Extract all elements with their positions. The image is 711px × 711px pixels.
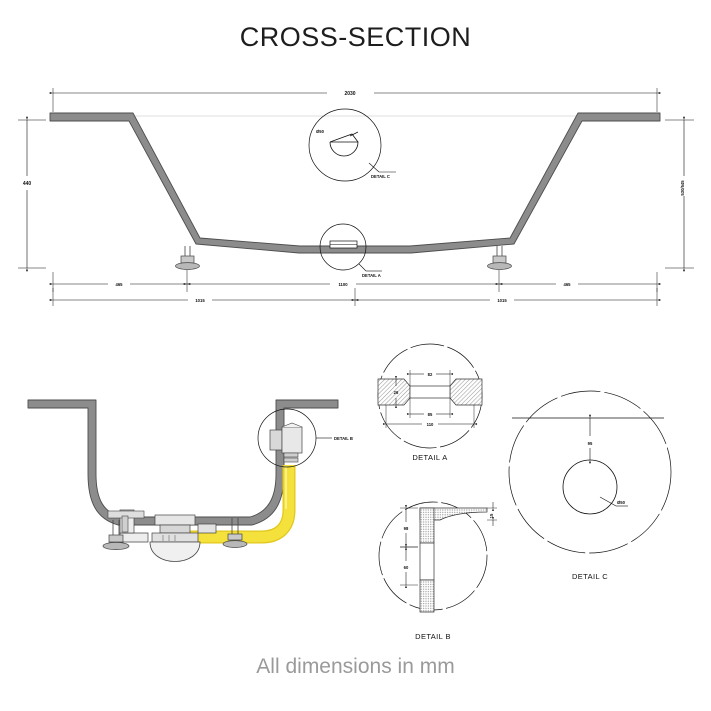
- detail-a-right-flange: [449, 378, 483, 406]
- side-section-group: DETAIL B: [27, 399, 353, 562]
- detail-c-view: 95 Ø50 DETAIL C: [508, 390, 672, 581]
- detail-c-dim-bore-value: Ø50: [617, 500, 626, 505]
- detail-b-callout: DETAIL B: [257, 408, 353, 468]
- bath-wall-profile: [49, 112, 661, 254]
- detail-c-bore-label: Ø50: [316, 129, 325, 134]
- detail-a-opening: [409, 385, 451, 399]
- detail-a-callout-label: DETAIL A: [362, 273, 381, 278]
- dim-foot-right-offset-value: 465: [564, 282, 572, 287]
- detail-b-view: 98 60 15 DETAIL B: [378, 501, 497, 641]
- detail-b-caption: DETAIL B: [415, 632, 451, 641]
- dim-foot-span-value: 1100: [338, 282, 348, 287]
- detail-c-dim-offset-value: 95: [588, 441, 593, 446]
- detail-a-dim-inner-width: 85: [406, 398, 454, 418]
- foot-side-left: [102, 520, 130, 550]
- detail-b-dim-upper: 98: [400, 504, 418, 551]
- detail-a-view: 82 26 85 110: [377, 343, 483, 462]
- detail-b-wall-upper: [419, 507, 435, 544]
- detail-b-rim-lip: [419, 507, 488, 521]
- detail-b-dim-lip-value: 15: [489, 513, 494, 518]
- detail-a-dim-thickness-value: 26: [394, 390, 399, 395]
- detail-a-dim-thickness: 26: [394, 375, 399, 409]
- detail-c-caption: DETAIL C: [572, 572, 608, 581]
- dim-overall-width: 2030: [49, 88, 661, 112]
- page-title: CROSS-SECTION: [239, 22, 472, 52]
- detail-b-dim-upper-value: 98: [404, 526, 409, 531]
- detail-c-dim-offset: 95: [588, 414, 593, 464]
- detail-a-dim-inner-width-value: 85: [428, 412, 433, 417]
- detail-b-callout-label: DETAIL B: [334, 436, 353, 441]
- detail-c-dim-bore: Ø50: [599, 496, 628, 507]
- dim-left-height: 440: [18, 116, 46, 272]
- dim-right-height: 530/545: [665, 116, 694, 272]
- dim-foot-left-offset-value: 465: [116, 282, 124, 287]
- waste-assembly: [119, 509, 217, 562]
- detail-b-dim-lower: 60: [400, 543, 418, 589]
- detail-c-callout: Ø50 DETAIL C: [308, 108, 396, 182]
- detail-b-wall-slot: [419, 542, 435, 581]
- detail-c-circle: [508, 390, 672, 554]
- detail-a-callout: DETAIL A: [319, 223, 382, 278]
- detail-c-bore-circle: [562, 459, 618, 515]
- foot-right: [487, 246, 512, 270]
- dim-right-height-value: 530/545: [680, 180, 685, 196]
- detail-a-dim-outer-width-value: 110: [427, 422, 434, 427]
- dim-half-left-value: 1015: [195, 298, 205, 303]
- dim-overall-width-value: 2030: [344, 91, 355, 97]
- main-elevation-group: Ø50 DETAIL C DETAIL A 2030: [18, 88, 694, 306]
- detail-a-dim-top-width: 82: [406, 370, 454, 386]
- support-cradle: [107, 510, 145, 533]
- footer-note: All dimensions in mm: [256, 655, 455, 678]
- overflow-fitting: [269, 422, 303, 463]
- dim-left-height-value: 440: [23, 181, 32, 187]
- detail-a-caption: DETAIL A: [412, 453, 447, 462]
- detail-b-dim-lip: 15: [487, 502, 497, 526]
- dim-half-chain: 1015 1015: [49, 288, 661, 306]
- overflow-hose: [186, 465, 295, 543]
- foot-left: [175, 246, 200, 270]
- detail-c-callout-label: DETAIL C: [371, 174, 390, 179]
- detail-b-dim-lower-value: 60: [404, 565, 409, 570]
- dim-foot-chain: 465 1100 465: [49, 270, 661, 292]
- detail-a-dim-top-width-value: 82: [428, 372, 433, 377]
- detail-b-wall-lower: [419, 579, 435, 613]
- foot-side-right: [222, 518, 248, 548]
- detail-a-dim-outer-width: 110: [382, 405, 478, 428]
- dim-half-right-value: 1015: [497, 298, 507, 303]
